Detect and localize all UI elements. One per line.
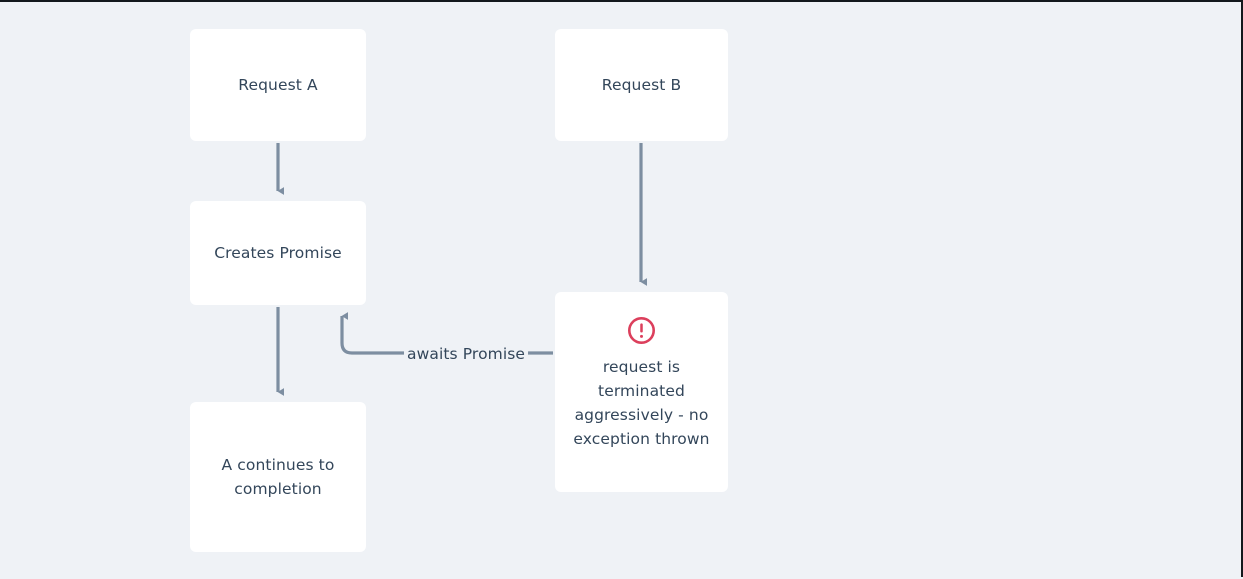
node-a-continues-label: A continues to completion <box>221 455 335 498</box>
exclamation-circle-icon <box>627 316 656 345</box>
node-error-box-label: request is terminated aggressively - no … <box>573 358 710 449</box>
node-request-b-label: Request B <box>601 75 682 94</box>
node-creates-promise-label: Creates Promise <box>214 243 342 262</box>
edge-label-awaits-promise: awaits Promise <box>404 345 529 365</box>
node-request-a-label: Request A <box>238 75 318 94</box>
node-creates-promise[interactable]: Creates Promise <box>190 201 366 305</box>
node-request-a[interactable]: Request A <box>190 29 366 141</box>
node-error-box[interactable]: request is terminated aggressively - no … <box>555 292 728 492</box>
node-request-b[interactable]: Request B <box>555 29 728 141</box>
node-a-continues-to-completion[interactable]: A continues to completion <box>190 402 366 552</box>
